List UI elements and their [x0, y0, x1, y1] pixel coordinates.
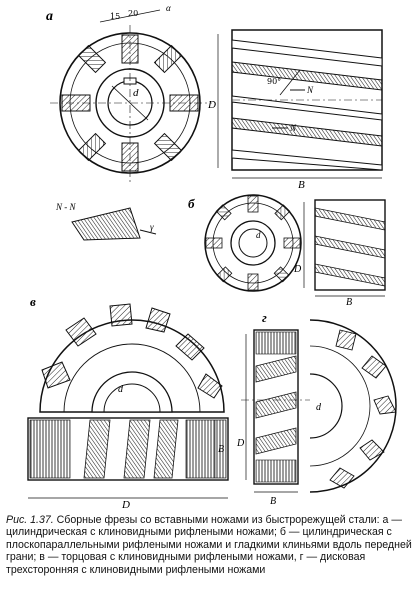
dim-d-v: d	[118, 384, 124, 395]
dim-gamma: γ	[150, 222, 154, 232]
panel-v: в d B D	[27, 294, 229, 511]
dim-n-top: N	[306, 85, 314, 95]
dim-15: 15	[110, 12, 120, 21]
panel-label-a: а	[46, 9, 53, 24]
panel-label-v: в	[30, 294, 36, 309]
dim-angle: 90°	[267, 77, 281, 86]
dim-alpha: α	[166, 3, 171, 13]
dim-B-v: B	[218, 444, 224, 455]
dim-d-g: d	[316, 402, 322, 413]
dim-D-v: D	[121, 499, 130, 511]
caption-text: Сборные фрезы со вставными ножами из быс…	[6, 514, 412, 576]
dim-D-b: D	[293, 264, 302, 275]
dim-n-bottom: N	[289, 123, 297, 133]
dim-B-b: B	[346, 297, 352, 308]
figure-caption: Рис. 1.37. Сборные фрезы со вставными но…	[6, 514, 413, 576]
panel-label-b: б	[188, 196, 195, 211]
dim-D-g: D	[236, 438, 245, 449]
section-nn: N - N γ	[55, 202, 157, 241]
panel-a-end-view: а d 15 20 α	[46, 3, 212, 182]
panel-b: б d D B	[188, 194, 386, 308]
panel-g: г B D d	[236, 310, 397, 507]
section-nn-label: N - N	[55, 202, 77, 212]
dim-d-a: d	[133, 87, 139, 99]
cutter-figure: а d 15 20 α	[27, 3, 397, 511]
panel-a-side-view: 90° N N D B	[207, 29, 383, 191]
panel-label-g: г	[262, 310, 267, 325]
dim-B-g: B	[270, 496, 276, 507]
dim-20: 20	[128, 9, 138, 18]
figure-number: Рис. 1.37.	[6, 514, 54, 526]
dim-d-b: d	[256, 230, 261, 240]
dim-B-a: B	[298, 179, 305, 191]
dim-D-a: D	[207, 99, 216, 111]
